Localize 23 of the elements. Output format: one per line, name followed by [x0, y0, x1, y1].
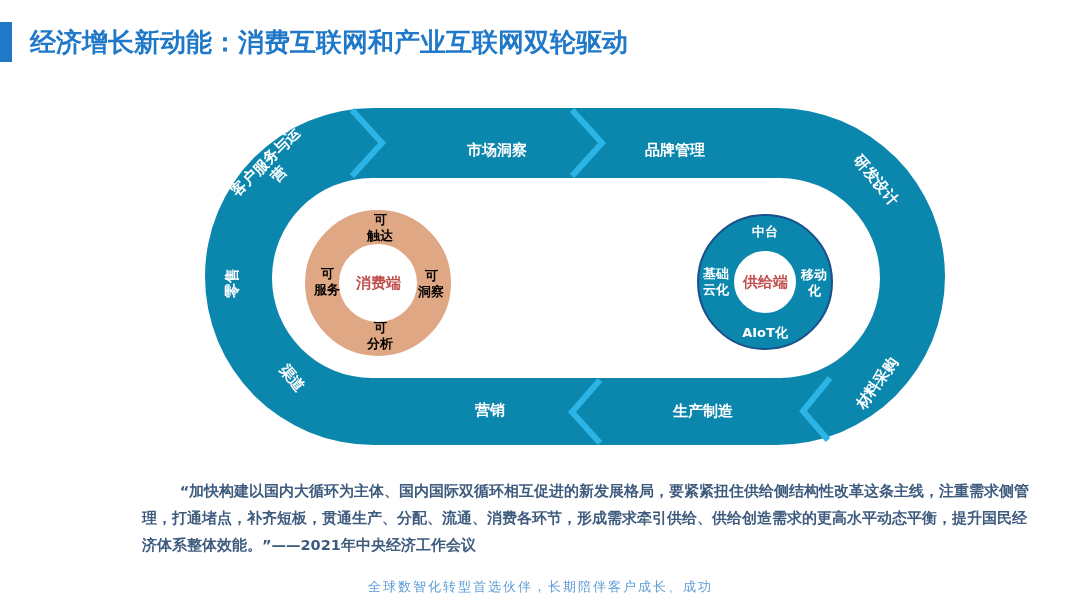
footer-slogan: 全球数智化转型首选伙伴，长期陪伴客户成长、成功 [367, 578, 713, 596]
ring-item-label: 中台 [752, 224, 778, 240]
stage-label: 品牌管理 [644, 141, 706, 159]
title: 经济增长新动能：消费互联网和产业互联网双轮驱动 [30, 26, 628, 59]
stage-label: 零售 [223, 267, 241, 300]
ring-center-label: 供给端 [742, 271, 788, 293]
ring-item-label: 可服务 [313, 266, 341, 298]
ring-item-label: 可分析 [366, 320, 394, 352]
ring-item-label: 移动化 [800, 267, 828, 299]
ring-item-label: 基础云化 [702, 266, 730, 298]
ring-item-label: AIoT化 [742, 325, 788, 341]
ring-diagram [697, 214, 833, 350]
ring-item-label: 可洞察 [417, 268, 445, 300]
stage-label: 材料采购 [851, 352, 903, 415]
ring-center-label: 消费端 [355, 272, 401, 294]
stage-label: 渠道 [274, 359, 310, 398]
stage-label: 市场洞察 [466, 141, 528, 159]
ring-item-label: 可触达 [366, 212, 394, 244]
stage-label: 营销 [474, 401, 506, 419]
stage-label: 研发设计 [848, 150, 904, 211]
ring-diagram [305, 210, 451, 356]
quote-paragraph: “加快构建以国内大循环为主体、国内国际双循环相互促进的新发展格局，要紧紧扭住供给侧结构性改革这条主线，注重需求侧管理，打通堵点，补齐短板，贯通生产、分配、流通、消费各环节，形成需求牵引供给、供给创造需求的更高水平动态平衡，提升国民经济体系整体效能。”——2021年中央经济工作会议 [142, 482, 1031, 555]
stage-label: 生产制造 [671, 402, 734, 420]
